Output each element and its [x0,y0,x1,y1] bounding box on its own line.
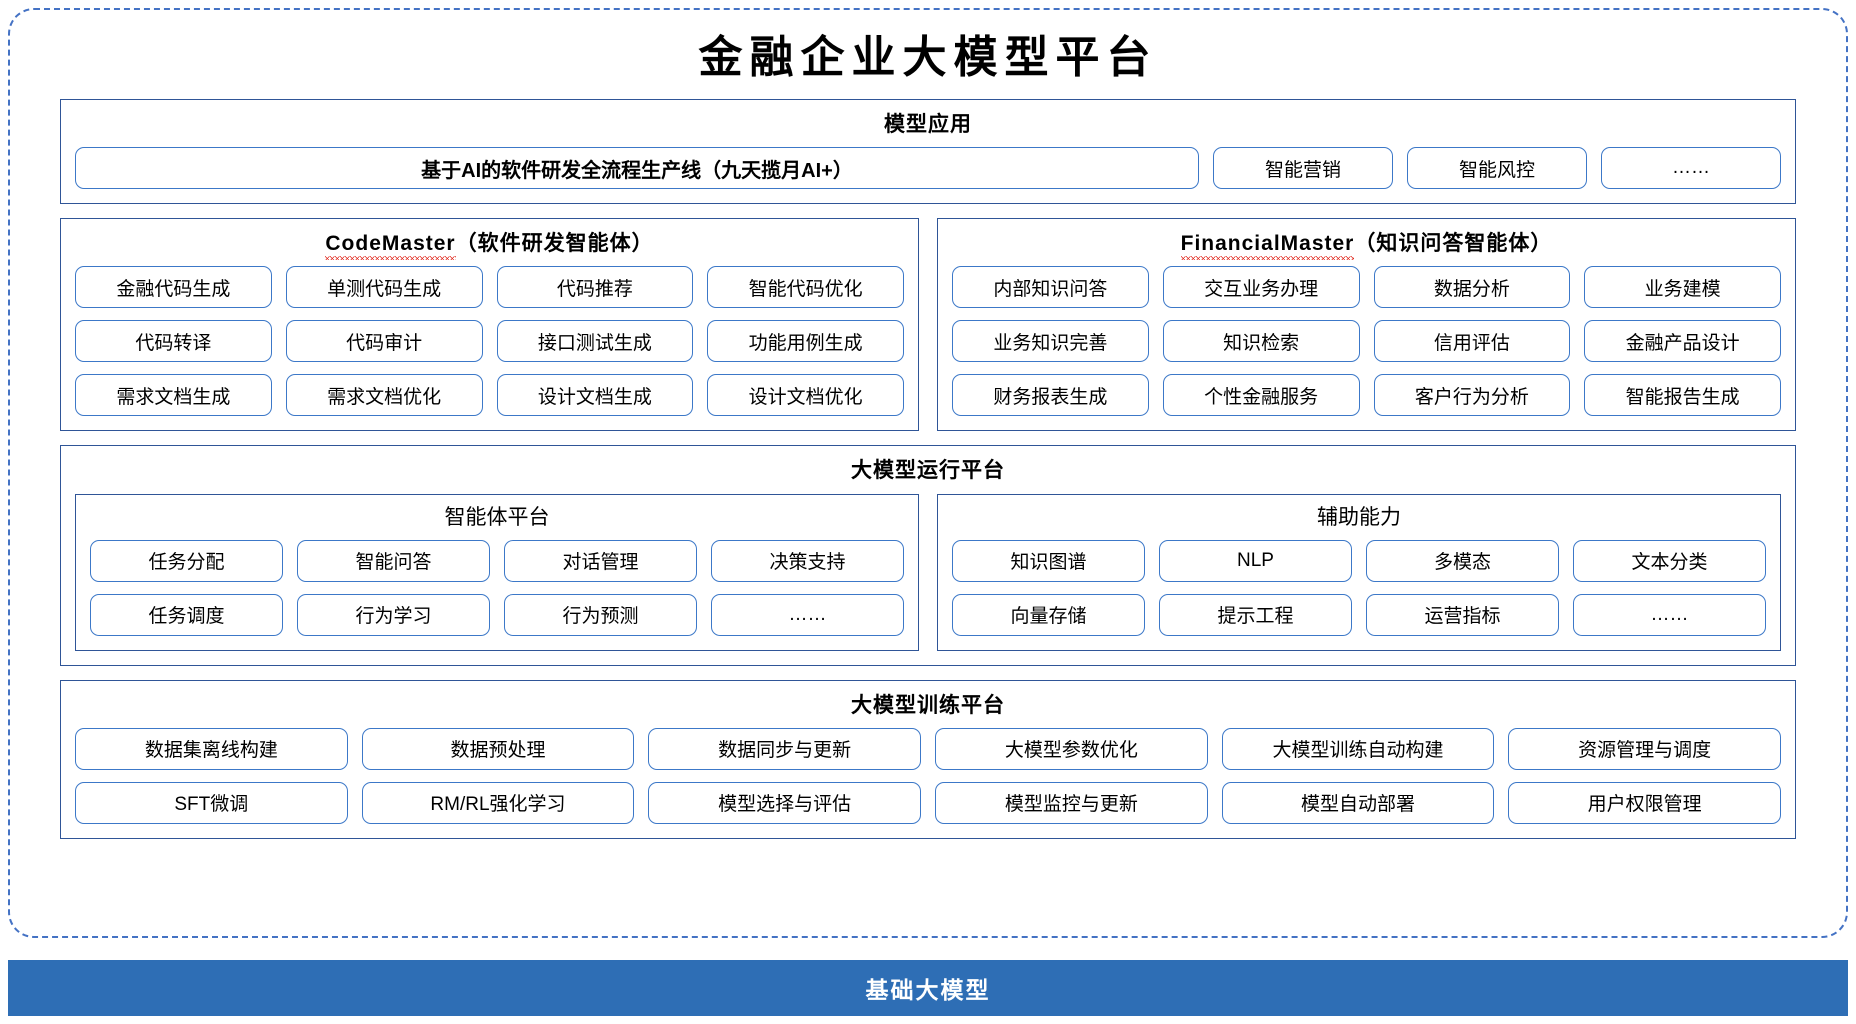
foundation-model-label: 基础大模型 [865,977,991,1003]
chip-capability[interactable]: 接口测试生成 [496,320,694,363]
chip-smart-marketing[interactable]: 智能营销 [1213,147,1393,190]
chip-capability[interactable]: 数据分析 [1373,266,1571,309]
chip-runtime-feature[interactable]: 运营指标 [1366,593,1559,636]
chip-capability[interactable]: 客户行为分析 [1373,374,1571,417]
chip-runtime-feature[interactable]: 任务分配 [90,539,283,582]
training-platform-grid: 数据集离线构建 数据预处理 数据同步与更新 大模型参数优化 大模型训练自动构建 … [75,727,1781,824]
chip-training-feature[interactable]: 大模型训练自动构建 [1221,727,1495,770]
chip-more-applications[interactable]: …… [1601,147,1781,190]
section-codemaster: CodeMaster（软件研发智能体） 金融代码生成 单测代码生成 代码推荐 智… [60,218,919,432]
section-financialmaster: FinancialMaster（知识问答智能体） 内部知识问答 交互业务办理 数… [937,218,1796,432]
section-title-model-application: 模型应用 [884,113,972,136]
chip-capability[interactable]: 需求文档生成 [75,374,272,417]
chip-training-feature[interactable]: 模型监控与更新 [934,781,1208,824]
outer-dashed-frame [8,8,1848,938]
chip-capability[interactable]: 业务知识完善 [952,320,1149,363]
chip-capability[interactable]: 设计文档优化 [707,374,904,417]
chip-smart-risk-control[interactable]: 智能风控 [1407,147,1587,190]
chip-capability[interactable]: 代码转译 [75,320,272,363]
codemaster-name-suffix: （软件研发智能体） [455,232,654,256]
chip-runtime-feature[interactable]: 多模态 [1366,539,1559,582]
chip-capability[interactable]: 智能报告生成 [1584,374,1781,417]
chip-runtime-feature[interactable]: NLP [1159,539,1352,582]
chip-training-feature[interactable]: 数据预处理 [361,727,635,770]
chip-capability[interactable]: 交互业务办理 [1162,266,1360,309]
page-title: 金融企业大模型平台 [698,32,1158,83]
chip-capability[interactable]: 财务报表生成 [952,374,1149,417]
chip-runtime-feature-more[interactable]: …… [711,593,904,636]
chip-capability[interactable]: 知识检索 [1162,320,1360,363]
chip-training-feature[interactable]: SFT微调 [75,781,348,824]
chip-runtime-feature-more[interactable]: …… [1573,593,1766,636]
financialmaster-name: FinancialMaster [1180,232,1355,261]
chip-training-feature[interactable]: 资源管理与调度 [1508,727,1781,770]
chip-runtime-feature[interactable]: 智能问答 [297,539,490,582]
chip-capability[interactable]: 业务建模 [1584,266,1781,309]
financialmaster-capability-grid: 内部知识问答 交互业务办理 数据分析 业务建模 业务知识完善 知识检索 信用评估… [952,266,1781,417]
chip-capability[interactable]: 单测代码生成 [285,266,483,309]
auxiliary-capability-grid: 知识图谱 NLP 多模态 文本分类 向量存储 提示工程 运营指标 …… [952,539,1766,636]
chip-training-feature[interactable]: 数据集离线构建 [75,727,348,770]
financialmaster-name-suffix: （知识问答智能体） [1354,232,1553,256]
chip-runtime-feature[interactable]: 任务调度 [90,593,283,636]
chip-capability[interactable]: 金融产品设计 [1584,320,1781,363]
subsection-title-agent-platform: 智能体平台 [444,505,550,529]
chip-runtime-feature[interactable]: 知识图谱 [952,539,1145,582]
chip-runtime-feature[interactable]: 文本分类 [1573,539,1766,582]
chip-capability[interactable]: 智能代码优化 [707,266,904,309]
chip-runtime-feature[interactable]: 行为预测 [504,593,697,636]
chip-runtime-feature[interactable]: 对话管理 [504,539,697,582]
chip-runtime-feature[interactable]: 提示工程 [1159,593,1352,636]
chip-capability[interactable]: 信用评估 [1373,320,1571,363]
chip-capability[interactable]: 功能用例生成 [707,320,904,363]
model-application-row: 基于AI的软件研发全流程生产线（九天揽月AI+） 智能营销 智能风控 …… [75,147,1781,190]
section-title-training-platform: 大模型训练平台 [851,693,1005,717]
chip-capability[interactable]: 个性金融服务 [1162,374,1360,417]
section-title-financialmaster: FinancialMaster（知识问答智能体） [952,231,1781,261]
section-runtime-platform: 大模型运行平台 智能体平台 任务分配 智能问答 对话管理 决策支持 任务调度 行… [60,445,1796,666]
chip-runtime-feature[interactable]: 行为学习 [297,593,490,636]
chip-capability[interactable]: 代码推荐 [496,266,694,309]
subsection-auxiliary-capability: 辅助能力 知识图谱 NLP 多模态 文本分类 向量存储 提示工程 运营指标 …… [937,493,1781,651]
chip-main-product[interactable]: 基于AI的软件研发全流程生产线（九天揽月AI+） [75,147,1199,190]
chip-training-feature[interactable]: RM/RL强化学习 [361,781,635,824]
agent-platform-grid: 任务分配 智能问答 对话管理 决策支持 任务调度 行为学习 行为预测 …… [90,539,904,636]
chip-capability[interactable]: 金融代码生成 [75,266,272,309]
codemaster-name: CodeMaster [325,232,456,261]
foundation-model-banner: 基础大模型 [8,960,1848,1016]
codemaster-capability-grid: 金融代码生成 单测代码生成 代码推荐 智能代码优化 代码转译 代码审计 接口测试… [75,266,904,417]
section-model-application: 模型应用 基于AI的软件研发全流程生产线（九天揽月AI+） 智能营销 智能风控 … [60,99,1796,205]
chip-training-feature[interactable]: 数据同步与更新 [648,727,921,770]
chip-capability[interactable]: 内部知识问答 [952,266,1149,309]
chip-runtime-feature[interactable]: 决策支持 [711,539,904,582]
section-title-codemaster: CodeMaster（软件研发智能体） [75,231,904,261]
subsection-title-auxiliary-capability: 辅助能力 [1317,505,1401,529]
section-title-runtime-platform: 大模型运行平台 [851,459,1005,483]
chip-capability[interactable]: 代码审计 [285,320,483,363]
agents-row: CodeMaster（软件研发智能体） 金融代码生成 单测代码生成 代码推荐 智… [60,218,1796,432]
chip-training-feature[interactable]: 用户权限管理 [1508,781,1781,824]
runtime-platform-columns: 智能体平台 任务分配 智能问答 对话管理 决策支持 任务调度 行为学习 行为预测… [75,493,1781,651]
chip-training-feature[interactable]: 模型选择与评估 [648,781,921,824]
chip-runtime-feature[interactable]: 向量存储 [952,593,1145,636]
chip-training-feature[interactable]: 模型自动部署 [1221,781,1495,824]
chip-capability[interactable]: 设计文档生成 [496,374,694,417]
subsection-agent-platform: 智能体平台 任务分配 智能问答 对话管理 决策支持 任务调度 行为学习 行为预测… [75,493,919,651]
chip-training-feature[interactable]: 大模型参数优化 [934,727,1208,770]
chip-capability[interactable]: 需求文档优化 [285,374,483,417]
section-training-platform: 大模型训练平台 数据集离线构建 数据预处理 数据同步与更新 大模型参数优化 大模… [60,679,1796,839]
